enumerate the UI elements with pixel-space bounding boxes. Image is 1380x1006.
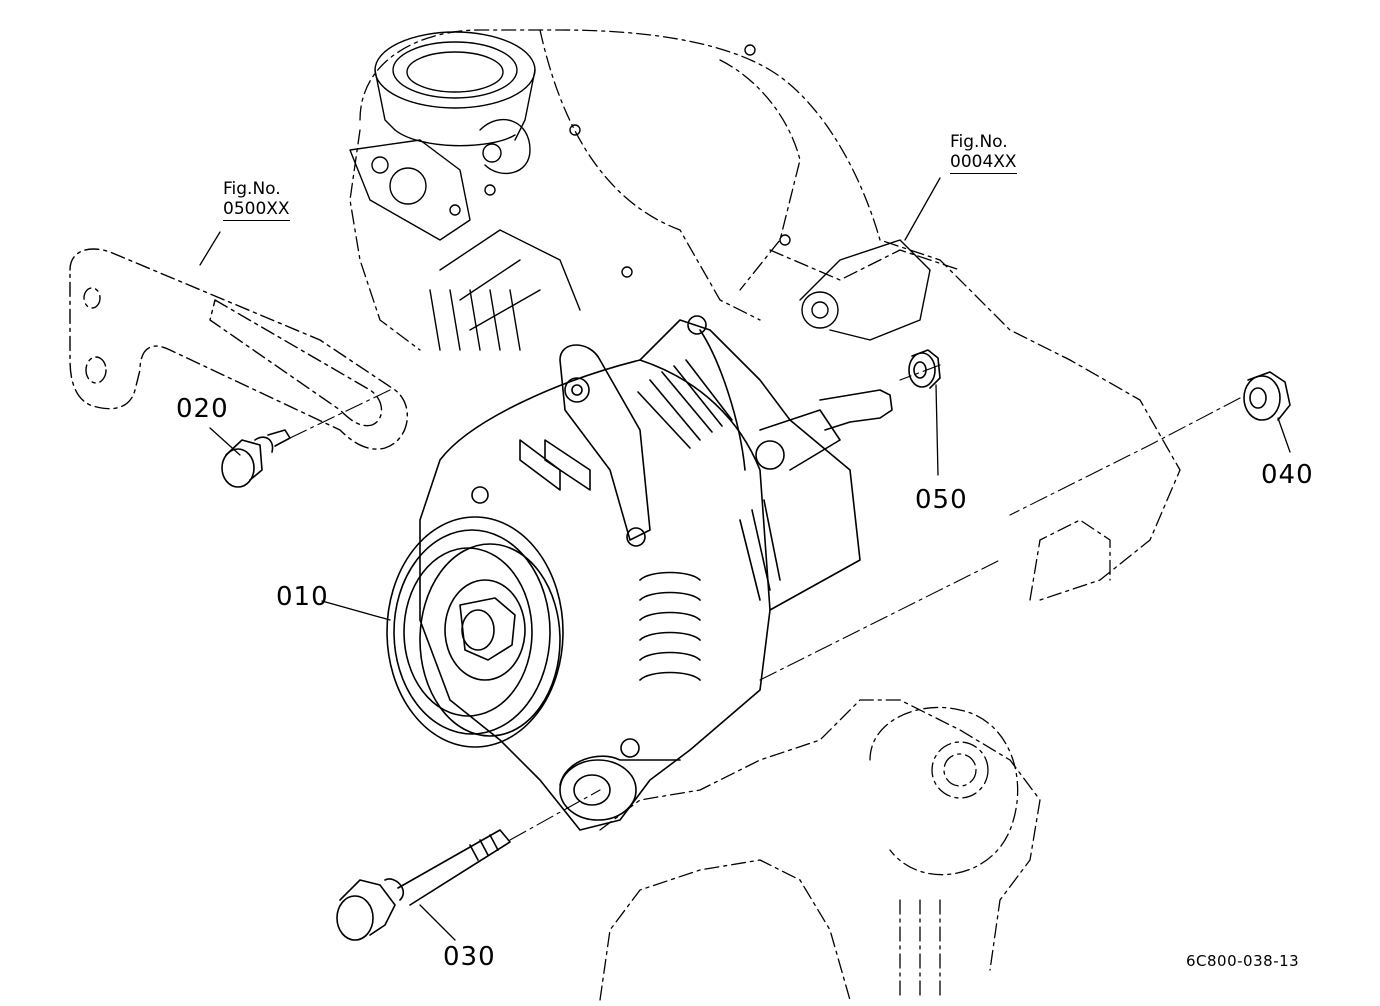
ref-fig-no-label: Fig.No. [950, 132, 1008, 152]
bolt-020-drawing [222, 430, 290, 487]
part-label-050: 050 [915, 485, 968, 515]
engine-block-phantom [350, 30, 1180, 1000]
part-label-020: 020 [176, 394, 229, 424]
pulley-drawing [387, 517, 563, 747]
bracket-phantom [70, 249, 407, 449]
ref-fig-code: 0004XX [950, 152, 1017, 175]
figure-code: 6C800-038-13 [1186, 952, 1300, 970]
ref-fig-code: 0500XX [223, 199, 290, 222]
ref-callout-0500XX: Fig.No. 0500XX [223, 179, 290, 222]
part-label-040: 040 [1261, 460, 1314, 490]
nut-050-drawing [909, 350, 940, 388]
assembly-lines [290, 365, 1240, 840]
engine-block-detail [350, 32, 930, 350]
ref-callout-0004XX: Fig.No. 0004XX [950, 132, 1017, 175]
bolt-030-drawing [337, 830, 510, 940]
ref-fig-no-label: Fig.No. [223, 179, 281, 199]
leader-lines [200, 178, 1290, 940]
part-label-010: 010 [276, 582, 329, 612]
alternator-drawing [420, 316, 892, 830]
nut-040-drawing [1244, 372, 1290, 420]
part-label-030: 030 [443, 942, 496, 972]
